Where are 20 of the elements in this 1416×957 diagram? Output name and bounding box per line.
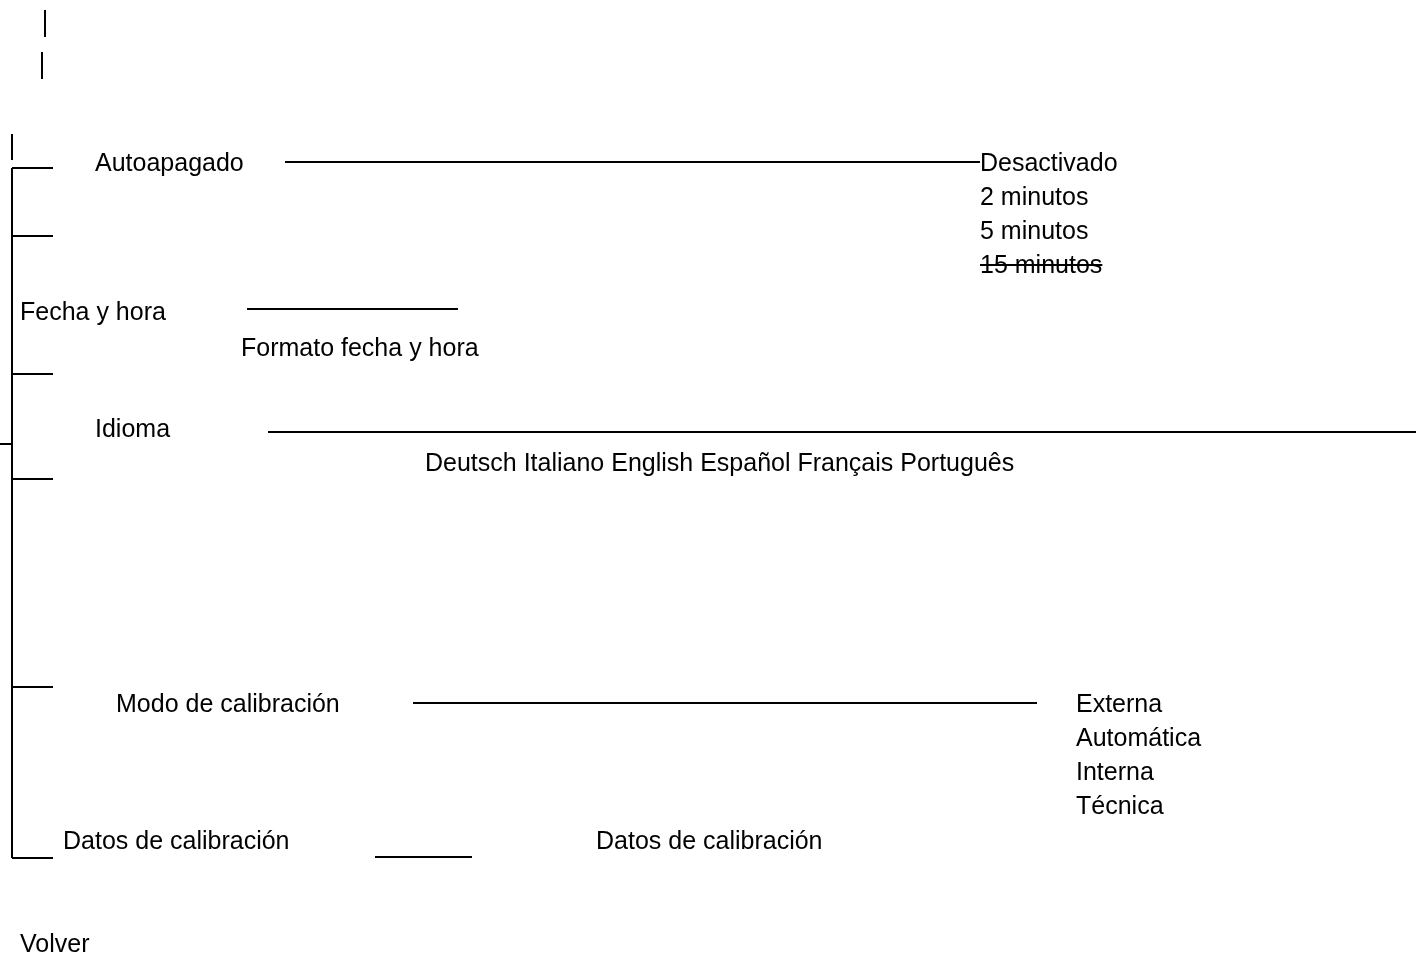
option-text: 5 minutos bbox=[980, 215, 1089, 246]
connector-line bbox=[267, 431, 1416, 433]
menu-item-text: Datos de calibración bbox=[596, 823, 823, 857]
menu-item-text: Formato fecha y hora bbox=[241, 330, 479, 364]
struck-option-text: 15 minutos bbox=[980, 249, 1103, 280]
option-text: Externa bbox=[1076, 688, 1163, 719]
connector-line bbox=[284, 161, 981, 163]
connector-line bbox=[412, 702, 1038, 704]
menu-item-text: Modo de calibración bbox=[116, 686, 413, 720]
option-text: Automática bbox=[1076, 722, 1202, 753]
menu-item-text: Datos de calibración bbox=[63, 823, 375, 857]
menu-item-text: Autoapagado bbox=[95, 145, 285, 179]
option-text: Técnica bbox=[1076, 790, 1164, 821]
menu-item-text: Idioma bbox=[95, 411, 268, 445]
menu-item-text: Fecha y hora bbox=[20, 294, 247, 328]
option-text: 2 minutos bbox=[980, 181, 1089, 212]
option-text: Interna bbox=[1076, 756, 1154, 787]
option-text: Desactivado bbox=[980, 147, 1118, 178]
menu-item-text: Volver bbox=[20, 928, 90, 957]
menu-item-text: Deutsch Italiano English Español Français Português bbox=[425, 445, 1015, 479]
